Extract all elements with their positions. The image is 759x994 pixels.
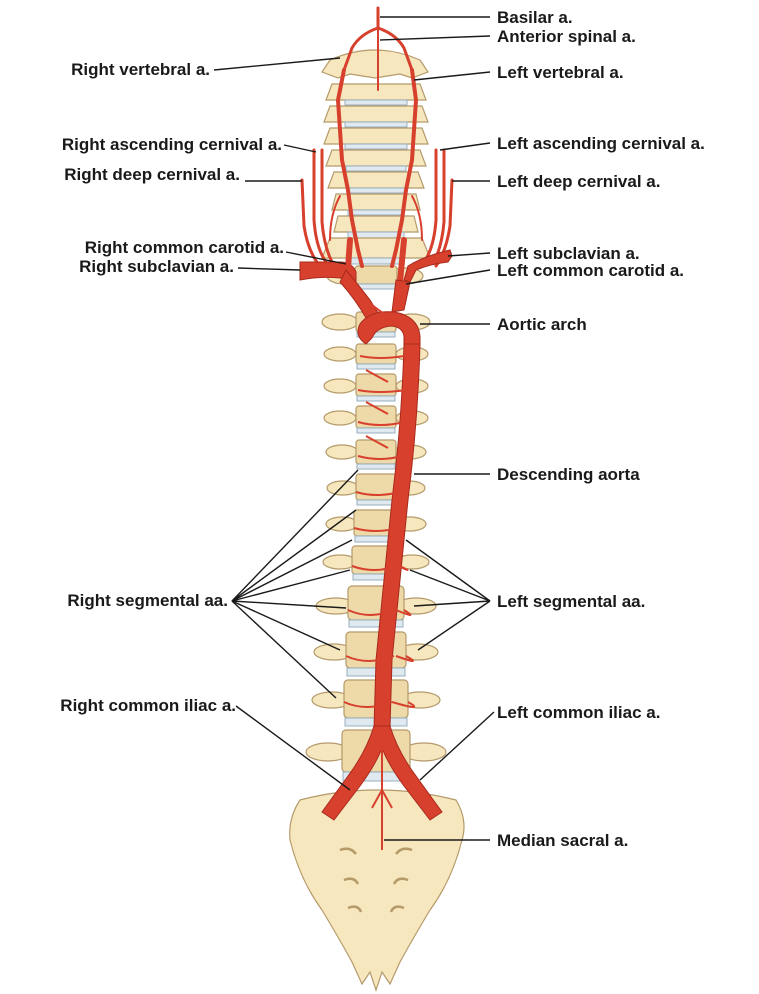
label-right-ascending-cervical: Right ascending cernival a.	[62, 135, 282, 154]
label-descending-aorta: Descending aorta	[497, 465, 640, 484]
label-left-segmental: Left segmental aa.	[497, 592, 645, 611]
label-right-segmental: Right segmental aa.	[67, 591, 228, 610]
label-anterior-spinal: Anterior spinal a.	[497, 27, 636, 46]
right-common-carotid-artery	[348, 240, 350, 268]
label-basilar: Basilar a.	[497, 8, 573, 27]
label-median-sacral: Median sacral a.	[497, 831, 628, 850]
right-ascending-cervical-artery	[314, 150, 326, 262]
label-left-ascending-cervical: Left ascending cernival a.	[497, 134, 705, 153]
left-common-carotid-artery	[400, 240, 404, 282]
label-left-common-iliac: Left common iliac a.	[497, 703, 660, 722]
label-left-deep-cervical: Left deep cernival a.	[497, 172, 660, 191]
label-aortic-arch: Aortic arch	[497, 315, 587, 334]
label-right-common-carotid: Right common carotid a.	[85, 238, 284, 257]
label-right-common-iliac: Right common iliac a.	[60, 696, 236, 715]
sacrum	[290, 790, 464, 990]
label-left-common-carotid: Left common carotid a.	[497, 261, 684, 280]
right-deep-cervical-artery	[302, 180, 320, 266]
left-ascending-cervical-artery	[424, 150, 436, 262]
label-right-vertebral: Right vertebral a.	[71, 60, 210, 79]
label-left-vertebral: Left vertebral a.	[497, 63, 624, 82]
label-right-subclavian: Right subclavian a.	[79, 257, 234, 276]
label-right-deep-cervical: Right deep cernival a.	[64, 165, 240, 184]
